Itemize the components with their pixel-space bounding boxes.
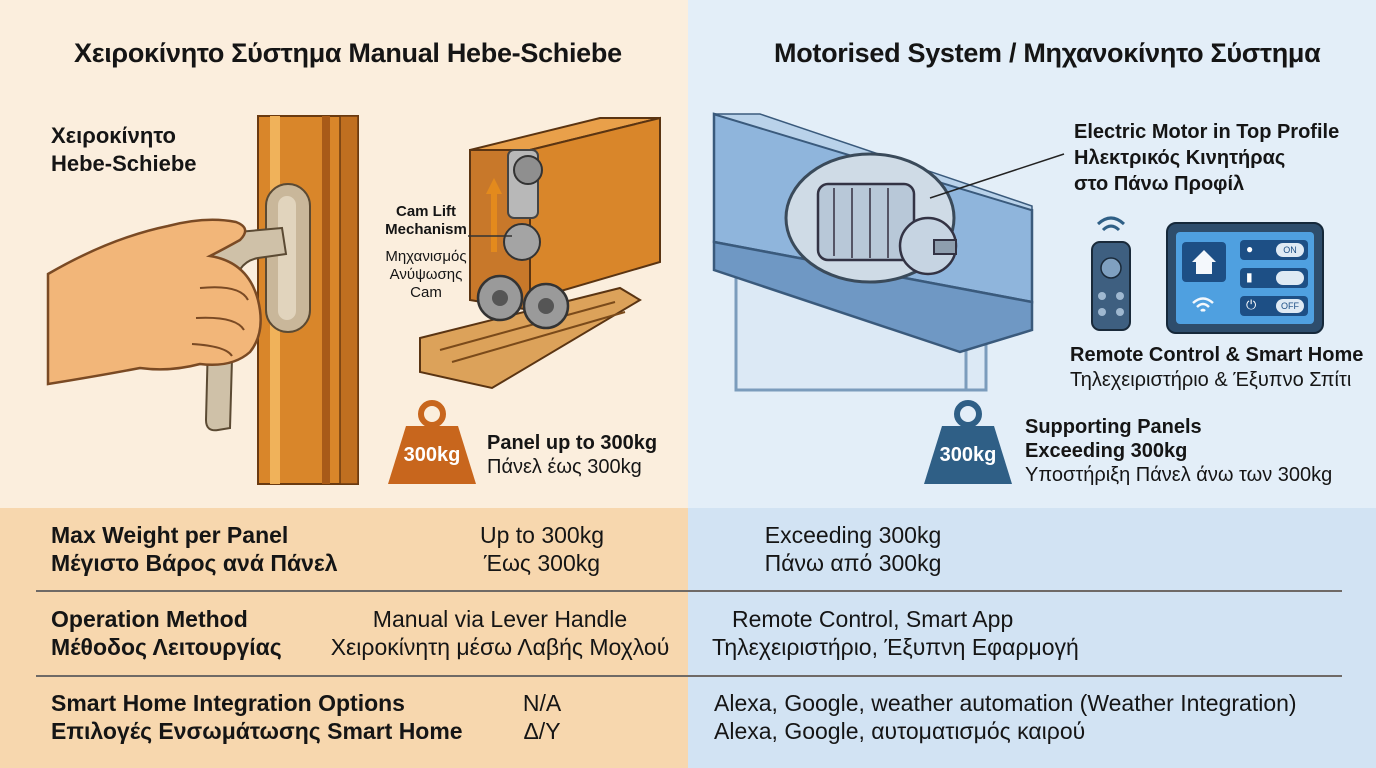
row1-manual-gr: Έως 300kg [483, 550, 601, 576]
row1-label-gr: Μέγιστο Βάρος ανά Πάνελ [51, 550, 338, 576]
thermometer-icon: ▮ [1246, 270, 1253, 284]
control-label-gr: Τηλεχειριστήριο & Έξυπνο Σπίτι [1070, 369, 1352, 391]
motor-label-3: στο Πάνω Προφίλ [1074, 173, 1245, 195]
motorised-weight-icon [924, 400, 1012, 484]
motorised-weight-caption-1: Supporting Panels [1025, 416, 1202, 438]
remote-control-icon [1091, 216, 1131, 331]
bulb-toggle[interactable]: ON [1276, 243, 1304, 257]
row-divider-1 [36, 590, 1342, 592]
row1-manual-en: Up to 300kg [479, 522, 605, 548]
manual-weight-caption-en: Panel up to 300kg [487, 432, 658, 454]
motorised-title: Motorised System / Μηχανοκίνητο Σύστημα [774, 38, 1321, 68]
thermostat-toggle[interactable] [1276, 271, 1304, 285]
cam-label-2: Mechanism [385, 221, 467, 238]
row2-label-gr: Μέθοδος Λειτουργίας [51, 634, 282, 660]
tablet-screen: ● ON ▮ ⏻ OFF [1176, 232, 1314, 324]
row2-manual-gr: Χειροκίνητη μέσω Λαβής Μοχλού [330, 634, 670, 660]
row1-motor-gr: Πάνω από 300kg [764, 550, 942, 576]
home-icon [1182, 242, 1226, 282]
motor-label-2: Ηλεκτρικός Κινητήρας [1074, 147, 1286, 169]
bulb-toggle-row[interactable]: ● ON [1240, 240, 1308, 260]
wifi-icon [1192, 297, 1214, 312]
smart-home-tablet: ● ON ▮ ⏻ OFF [1166, 222, 1324, 334]
power-toggle[interactable]: OFF [1276, 299, 1304, 313]
motorised-weight-caption-2: Exceeding 300kg [1025, 440, 1188, 462]
motorised-weight-badge: 300kg [939, 444, 997, 466]
bulb-icon: ● [1246, 242, 1254, 256]
cam-label-3: Μηχανισμός [385, 248, 467, 265]
power-icon: ⏻ [1246, 297, 1257, 312]
row-divider-2 [36, 675, 1342, 677]
manual-weight-caption-gr: Πάνελ έως 300kg [487, 456, 642, 478]
row2-motor-en: Remote Control, Smart App [732, 606, 1014, 632]
hand-icon [46, 218, 262, 386]
manual-table-band [0, 508, 688, 768]
cam-label-1: Cam Lift [396, 203, 456, 220]
row3-manual-en: N/A [522, 690, 562, 716]
manual-title: Χειροκίνητο Σύστημα Manual Hebe-Schiebe [74, 38, 622, 68]
cam-label-5: Cam [410, 284, 442, 301]
manual-label-line1: Χειροκίνητο [51, 123, 176, 148]
row3-motor-en: Alexa, Google, weather automation (Weath… [714, 690, 1297, 716]
row3-manual-gr: Δ/Υ [523, 718, 561, 744]
row2-motor-gr: Τηλεχειριστήριο, Έξυπνη Εφαρμογή [712, 634, 1079, 660]
manual-label-line2: Hebe-Schiebe [51, 151, 197, 176]
motor-profile-illustration [712, 112, 1065, 392]
row3-motor-gr: Alexa, Google, αυτοματισμός καιρού [714, 718, 1086, 744]
control-label-en: Remote Control & Smart Home [1070, 344, 1364, 366]
manual-weight-icon [388, 400, 476, 484]
row2-manual-en: Manual via Lever Handle [372, 606, 628, 632]
row2-label-en: Operation Method [51, 606, 248, 632]
row1-label-en: Max Weight per Panel [51, 522, 289, 548]
row3-label-en: Smart Home Integration Options [51, 690, 405, 716]
thermostat-toggle-row[interactable]: ▮ [1240, 268, 1308, 288]
motorised-table-band [688, 508, 1376, 768]
cam-label-4: Ανύψωσης [389, 266, 463, 283]
row3-label-gr: Επιλογές Ενσωμάτωσης Smart Home [51, 718, 463, 744]
cam-lift-mechanism-illustration [419, 116, 661, 390]
motorised-weight-caption-3: Υποστήριξη Πάνελ άνω των 300kg [1025, 464, 1333, 486]
power-toggle-row[interactable]: ⏻ OFF [1240, 296, 1308, 316]
row1-motor-en: Exceeding 300kg [764, 522, 942, 548]
manual-weight-badge: 300kg [403, 444, 461, 466]
motor-label-1: Electric Motor in Top Profile [1074, 121, 1340, 143]
